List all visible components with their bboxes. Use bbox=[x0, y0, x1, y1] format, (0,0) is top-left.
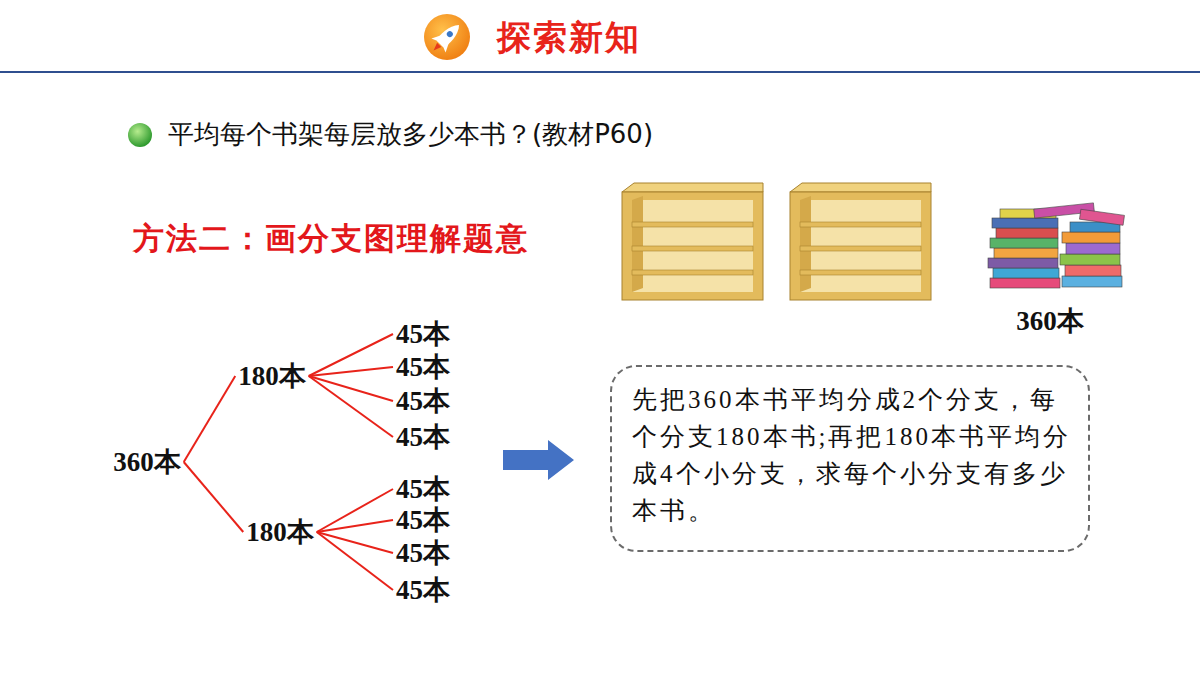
header-rule bbox=[0, 71, 1200, 73]
tree-node: 180本 bbox=[235, 362, 309, 390]
branch-line bbox=[184, 462, 244, 532]
tree-value: 45本 bbox=[396, 506, 450, 534]
tree-node: 45本 bbox=[393, 387, 453, 415]
bullet-dot bbox=[128, 123, 152, 147]
tree-node: 180本 bbox=[243, 518, 317, 546]
tree-value: 45本 bbox=[396, 353, 450, 381]
tree-node: 45本 bbox=[393, 423, 453, 451]
branch-line bbox=[184, 376, 236, 462]
slide-title: 探索新知 bbox=[497, 15, 641, 59]
branch-line bbox=[309, 334, 393, 376]
question-text: 平均每个书架每层放多少本书？(教材P60) bbox=[168, 116, 653, 152]
method-heading: 方法二：画分支图理解题意 bbox=[133, 219, 529, 259]
tree-value: 45本 bbox=[396, 475, 450, 503]
block-arrow bbox=[503, 440, 574, 480]
bookshelf bbox=[790, 183, 931, 300]
tree-value: 45本 bbox=[396, 320, 450, 348]
tree-value: 45本 bbox=[396, 423, 450, 451]
tree-node: 45本 bbox=[393, 539, 453, 567]
branch-line bbox=[317, 532, 393, 590]
tree-value: 180本 bbox=[246, 518, 314, 546]
rocket-icon bbox=[424, 14, 470, 60]
tree-node: 45本 bbox=[393, 353, 453, 381]
tree-node: 45本 bbox=[393, 506, 453, 534]
quantity-label: 360本 bbox=[1016, 305, 1084, 337]
tree-node: 360本 bbox=[110, 448, 184, 476]
explanation-text: 先把360本书平均分成2个分支，每个分支180本书;再把180本书平均分成4个小… bbox=[632, 381, 1072, 529]
book-pile bbox=[988, 203, 1124, 288]
tree-value: 45本 bbox=[396, 387, 450, 415]
branch-line bbox=[309, 376, 393, 437]
tree-node: 45本 bbox=[393, 475, 453, 503]
branch-line bbox=[309, 367, 393, 376]
branch-line bbox=[317, 489, 393, 532]
tree-node: 45本 bbox=[393, 576, 453, 604]
tree-value: 360本 bbox=[113, 448, 181, 476]
explanation-box: 先把360本书平均分成2个分支，每个分支180本书;再把180本书平均分成4个小… bbox=[610, 365, 1090, 552]
tree-value: 180本 bbox=[238, 362, 306, 390]
tree-value: 45本 bbox=[396, 576, 450, 604]
branch-line bbox=[317, 520, 393, 532]
tree-value: 45本 bbox=[396, 539, 450, 567]
tree-node: 45本 bbox=[393, 320, 453, 348]
branch-line bbox=[309, 376, 393, 401]
branch-line bbox=[317, 532, 393, 553]
bookshelf bbox=[622, 183, 763, 300]
